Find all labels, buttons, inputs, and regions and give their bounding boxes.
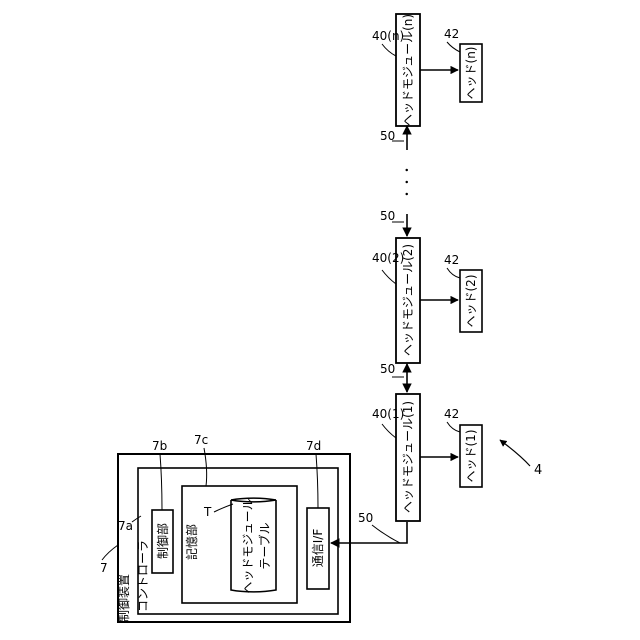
ref-42-n: 42 (444, 27, 459, 41)
ref-7c: 7c (194, 433, 208, 447)
leader-40-1 (382, 424, 396, 438)
ref-7: 7 (100, 561, 108, 575)
ref-7a: 7a (118, 519, 133, 533)
figure-ref-4: 4 (534, 463, 542, 478)
leader-42-1 (447, 422, 460, 432)
head-1-label: ヘッド(1) (464, 430, 478, 483)
ref-42-2: 42 (444, 253, 459, 267)
comm-if-label: 通信I/F (311, 529, 325, 568)
leader-50-main (372, 525, 400, 543)
ref-50-main: 50 (358, 511, 373, 525)
leader-T (214, 504, 233, 512)
ref-40-1: 40(1) (372, 407, 404, 421)
leader-42-n (447, 42, 460, 52)
table-label-line1: ヘッドモジュール (241, 498, 255, 593)
control-unit-label: 制御部 (155, 523, 170, 559)
leader-42-2 (447, 268, 460, 278)
storage-unit-box (182, 486, 297, 603)
ref-40-n: 40(n) (372, 29, 404, 43)
ref-7b: 7b (152, 439, 167, 453)
leader-7d (316, 454, 318, 508)
ref-50-b: 50 (380, 209, 395, 223)
head-n-label: ヘッド(n) (464, 47, 478, 100)
ref-T: T (203, 505, 212, 519)
figure-pointer-arrow (500, 440, 530, 466)
leader-7 (102, 545, 118, 560)
control-device-label: 制御装置 (116, 574, 131, 622)
ref-40-2: 40(2) (372, 251, 404, 265)
controller-label: コントローラ (136, 540, 150, 612)
storage-unit-label: 記憶部 (184, 524, 199, 560)
ellipsis-dots: ・・・ (400, 164, 414, 200)
table-label-line2: テーブル (257, 522, 272, 569)
head-2-label: ヘッド(2) (464, 275, 478, 328)
leader-7b (160, 454, 162, 510)
leader-40-2 (382, 270, 396, 284)
ref-50-c: 50 (380, 129, 395, 143)
leader-7a (132, 516, 141, 522)
ref-42-1: 42 (444, 407, 459, 421)
bus-line-main (331, 522, 407, 543)
ref-50-a: 50 (380, 362, 395, 376)
ref-7d: 7d (306, 439, 321, 453)
leader-40-n (382, 44, 396, 56)
